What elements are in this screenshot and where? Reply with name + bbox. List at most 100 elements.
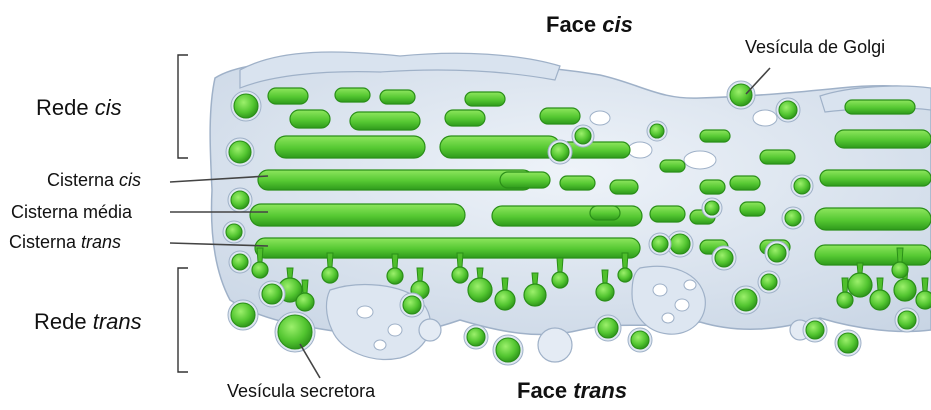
bud-stalk xyxy=(417,268,423,281)
vesicle-lumen xyxy=(631,331,649,349)
cisterna-lumen xyxy=(760,150,795,164)
bud-bulb xyxy=(618,268,632,282)
bud-stalk xyxy=(457,253,463,267)
golgi-vesicle-label: Vesícula de Golgi xyxy=(745,38,885,56)
vesicle-lumen xyxy=(229,141,251,163)
cisterna-lumen xyxy=(250,204,465,226)
bracket-rede-cis xyxy=(178,55,188,158)
bud-bulb xyxy=(252,262,268,278)
cisterna-media-label: Cisterna média xyxy=(11,203,132,221)
cisterna-lumen xyxy=(500,172,550,188)
cisterna-lumen xyxy=(445,110,485,126)
cisterna-lumen xyxy=(350,112,420,130)
cisterna-cis-italic: cis xyxy=(119,170,141,190)
vesicle-lumen xyxy=(705,201,719,215)
bud-stalk xyxy=(502,278,508,290)
cisterna-lumen xyxy=(820,170,931,186)
bud-stalk xyxy=(327,253,333,267)
bud-bulb xyxy=(296,293,314,311)
cisterna-cis-text: Cisterna xyxy=(47,170,119,190)
cisterna-lumen xyxy=(258,170,533,190)
vesicle-lumen xyxy=(898,311,916,329)
rede-trans-label: Rede trans xyxy=(34,311,142,333)
bud-bulb xyxy=(495,290,515,310)
face-cis-label: Face cis xyxy=(546,14,633,36)
vesicle-lumen xyxy=(838,333,858,353)
vesicle-lumen xyxy=(234,94,258,118)
cisterna-lumen xyxy=(560,176,595,190)
bud-bulb xyxy=(468,278,492,302)
vesicle-lumen xyxy=(496,338,520,362)
bud-bulb xyxy=(596,283,614,301)
cisterna-lumen xyxy=(440,136,560,158)
bud-stalk xyxy=(287,268,293,278)
cisterna-lumen xyxy=(730,176,760,190)
cisterna-lumen xyxy=(835,130,931,148)
cisterna-lumen xyxy=(380,90,415,104)
vesicle-lumen xyxy=(598,318,618,338)
bud-bulb xyxy=(322,267,338,283)
bud-stalk xyxy=(877,278,883,290)
vesicle-lumen xyxy=(403,296,421,314)
vesicle-lumen xyxy=(231,303,255,327)
cisterna-lumen xyxy=(335,88,370,102)
rede-trans-text: Rede xyxy=(34,309,93,334)
vesicle-lumen xyxy=(715,249,733,267)
cisterna-lumen xyxy=(610,180,638,194)
face-cis-text: Face xyxy=(546,12,602,37)
bud-stalk xyxy=(857,263,863,273)
face-trans-italic: trans xyxy=(573,378,627,403)
bud-bulb xyxy=(870,290,890,310)
cisterna-lumen xyxy=(700,130,730,142)
rede-cis-label: Rede cis xyxy=(36,97,122,119)
bud-stalk xyxy=(557,258,563,272)
vesicle-lumen xyxy=(806,321,824,339)
cisterna-trans-text: Cisterna xyxy=(9,232,81,252)
cisterna-lumen xyxy=(650,206,685,222)
bud-bulb xyxy=(894,279,916,301)
vesicle-lumen xyxy=(226,224,242,240)
bud-bulb xyxy=(837,292,853,308)
cisterna-cis-label: Cisterna cis xyxy=(47,171,141,189)
bud-stalk xyxy=(532,273,538,284)
vesicle-lumen xyxy=(262,284,282,304)
vesicle-lumen xyxy=(735,289,757,311)
cisterna-lumen xyxy=(290,110,330,128)
leader-golgi-vesicle xyxy=(746,68,770,94)
vesicle-lumen xyxy=(231,191,249,209)
bud-stalk xyxy=(477,268,483,278)
bracket-rede-trans xyxy=(178,268,188,372)
vesicle-lumen xyxy=(467,328,485,346)
cisterna-trans-italic: trans xyxy=(81,232,121,252)
bud-bulb xyxy=(892,262,908,278)
cisterna-lumen xyxy=(465,92,505,106)
cisterna-lumen xyxy=(255,238,640,258)
face-trans-text: Face xyxy=(517,378,573,403)
cisterna-trans-label: Cisterna trans xyxy=(9,233,121,251)
bud-stalk xyxy=(622,253,628,268)
bud-stalk xyxy=(842,278,848,292)
vesicle-lumen xyxy=(551,143,569,161)
cisterna-lumen xyxy=(660,160,685,172)
secretory-vesicle-label: Vesícula secretora xyxy=(227,382,375,400)
vesicle-lumen xyxy=(779,101,797,119)
bud-bulb xyxy=(387,268,403,284)
vesicle-lumen xyxy=(785,210,801,226)
face-cis-italic: cis xyxy=(602,12,633,37)
bud-stalk xyxy=(922,278,928,291)
bud-stalk xyxy=(392,254,398,268)
vesicle-lumen xyxy=(575,128,591,144)
cisterna-lumen xyxy=(815,245,931,265)
vesicle-lumen xyxy=(730,84,752,106)
brackets xyxy=(178,55,188,372)
cisterna-lumen xyxy=(740,202,765,216)
bud-bulb xyxy=(524,284,546,306)
bud-bulb xyxy=(452,267,468,283)
vesicle-lumen xyxy=(652,236,668,252)
vesicle-lumen xyxy=(768,244,786,262)
bud-stalk xyxy=(897,248,903,262)
rede-trans-italic: trans xyxy=(93,309,142,334)
cisterna-lumen xyxy=(815,208,931,230)
bud-bulb xyxy=(916,291,931,309)
